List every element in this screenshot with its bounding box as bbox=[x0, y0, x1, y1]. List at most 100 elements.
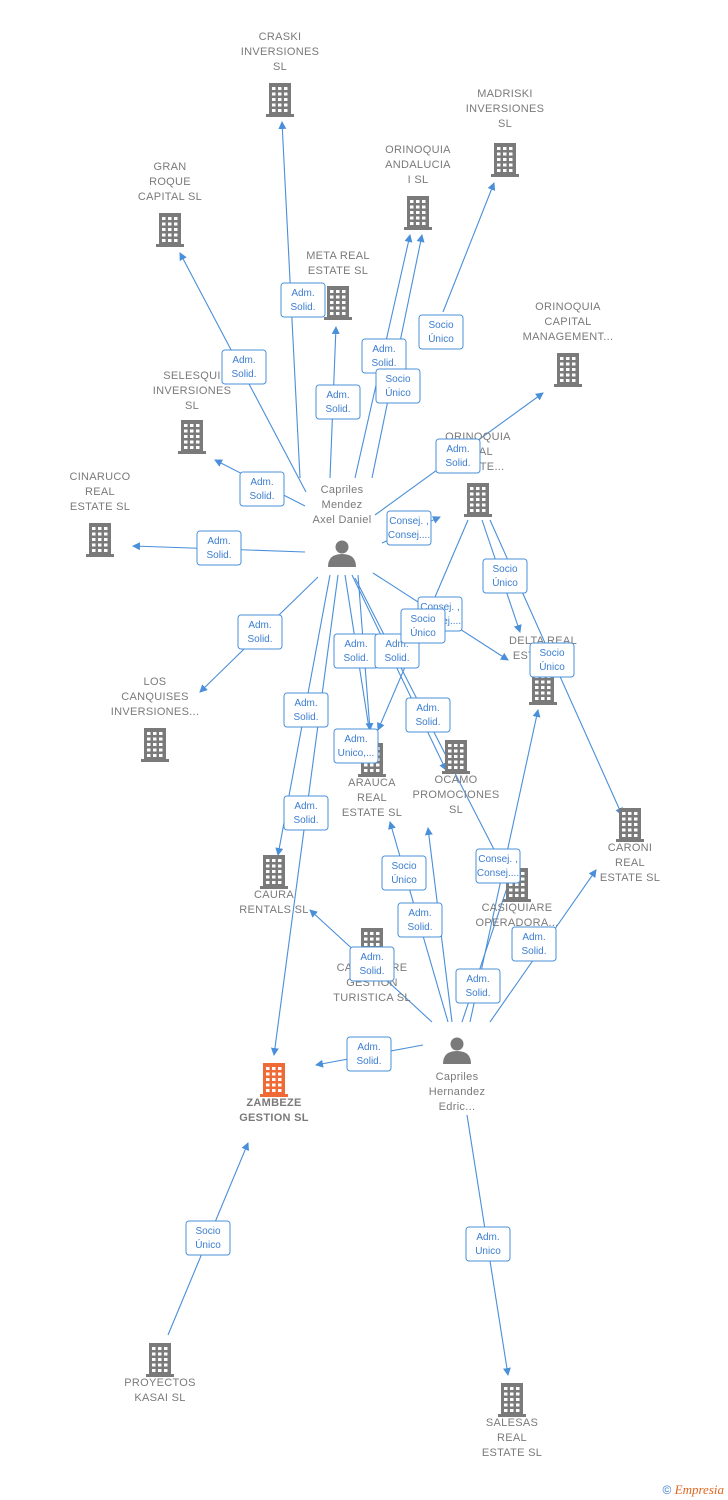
edge-label-box[interactable] bbox=[375, 368, 421, 404]
edge-label-axel-to-orinoquia_and[interactable]: Adm.Solid. bbox=[361, 338, 407, 374]
edge-label-box[interactable] bbox=[511, 926, 557, 962]
edge-label-text: Consej. , bbox=[389, 516, 428, 527]
brand-logo: Empresia bbox=[674, 1482, 724, 1497]
edge-label-box[interactable] bbox=[386, 510, 432, 546]
node-label-line: ARAUCA bbox=[348, 777, 396, 789]
edge-label-box[interactable] bbox=[346, 1036, 392, 1072]
node-label-line: REAL bbox=[497, 1432, 527, 1444]
edge-label-box[interactable] bbox=[475, 848, 521, 884]
edge-label-text: Único bbox=[492, 576, 518, 589]
edge-label-box[interactable] bbox=[482, 558, 528, 594]
edge-label-edric-to-zambeze[interactable]: Adm.Solid. bbox=[346, 1036, 392, 1072]
edge-label-box[interactable] bbox=[418, 314, 464, 350]
edge-label-text: Adm. bbox=[294, 801, 317, 812]
edge-label-box[interactable] bbox=[221, 349, 267, 385]
edge-label-box[interactable] bbox=[283, 692, 329, 728]
node-orinoquia_cap[interactable]: ORINOQUIACAPITALMANAGEMENT... bbox=[523, 301, 614, 387]
node-label-line: ORINOQUIA bbox=[535, 301, 601, 313]
edge-label-axel-to-caura[interactable]: Adm.Solid. bbox=[283, 692, 329, 728]
edge-label-edric-to-delta[interactable]: Adm.Solid. bbox=[455, 968, 501, 1004]
edge-label-axel-to-zambeze[interactable]: Adm.Solid. bbox=[283, 795, 329, 831]
node-label-line: Hernandez bbox=[429, 1086, 486, 1098]
node-label-line: CAPITAL SL bbox=[138, 191, 202, 203]
edge-label-box[interactable] bbox=[465, 1226, 511, 1262]
building-icon bbox=[464, 483, 492, 517]
footer-brand: © Empresia bbox=[662, 1482, 724, 1498]
edge-label-edric-to-casiquiare_op[interactable]: Consej. ,Consej.... bbox=[475, 848, 521, 884]
edge-label-edric-to-caroni[interactable]: Adm.Solid. bbox=[511, 926, 557, 962]
edge-label-axel-to-canquises[interactable]: Adm.Solid. bbox=[237, 614, 283, 650]
edge-label-text: Adm. bbox=[357, 1042, 380, 1053]
node-label-line: INVERSIONES bbox=[241, 46, 320, 58]
edge-label-edric-to-arauca[interactable]: Adm.Solid. bbox=[349, 946, 395, 982]
edge-label-text: Adm. bbox=[416, 703, 439, 714]
edge-label-text: Adm. bbox=[385, 639, 408, 650]
edge-label-box[interactable] bbox=[280, 282, 326, 318]
edge-label-text: Socio bbox=[492, 564, 517, 575]
edge-label-box[interactable] bbox=[381, 855, 427, 891]
edge-label-axel-to-casiquiare_gest[interactable]: Adm.Unico,... bbox=[333, 728, 379, 764]
edge-label-axel-to-selesqui[interactable]: Adm.Solid. bbox=[239, 471, 285, 507]
edge-label-box[interactable] bbox=[239, 471, 285, 507]
edge-label-box[interactable] bbox=[400, 608, 446, 644]
edge-label-axel-to-gran_roque[interactable]: Adm.Solid. bbox=[221, 349, 267, 385]
edge-label-text: Solid. bbox=[359, 966, 384, 977]
edge-label-box[interactable] bbox=[405, 697, 451, 733]
edge-label-box[interactable] bbox=[315, 384, 361, 420]
edge-label-box[interactable] bbox=[397, 902, 443, 938]
edge-label-axel-to-cinaruco[interactable]: Adm.Solid. bbox=[196, 530, 242, 566]
edge-label-text: Adm. bbox=[250, 477, 273, 488]
edge-label-text: Solid. bbox=[325, 404, 350, 415]
edge-label-text: Adm. bbox=[466, 974, 489, 985]
edge-label-box[interactable] bbox=[333, 728, 379, 764]
building-icon bbox=[178, 420, 206, 454]
edge-label-edric-to-caura[interactable]: Adm.Solid. bbox=[397, 902, 443, 938]
edge-label-box[interactable] bbox=[237, 614, 283, 650]
edge-label-box[interactable] bbox=[349, 946, 395, 982]
edge-label-box[interactable] bbox=[455, 968, 501, 1004]
node-canquises[interactable]: LOSCANQUISESINVERSIONES... bbox=[111, 676, 200, 762]
node-label-line: ESTATE SL bbox=[482, 1447, 542, 1459]
building-icon bbox=[156, 213, 184, 247]
edge-labels-layer: Adm.Solid.Adm.Solid.Adm.Solid.Adm.Solid.… bbox=[185, 282, 575, 1262]
edge-label-box[interactable] bbox=[529, 642, 575, 678]
node-edric[interactable]: CaprilesHernandezEdric... bbox=[429, 1037, 486, 1114]
edge-label-axel-to-orinoquia_re[interactable]: Consej. ,Consej.... bbox=[386, 510, 432, 546]
edge-label-axel-to-ocamo[interactable]: Adm.Solid. bbox=[405, 697, 451, 733]
edge-label-box[interactable] bbox=[196, 530, 242, 566]
edge-label-axel-to-craski[interactable]: Adm.Solid. bbox=[280, 282, 326, 318]
edge-label-axel-to-orinoquia_cap[interactable]: Adm.Solid. bbox=[435, 438, 481, 474]
edge-label-box[interactable] bbox=[185, 1220, 231, 1256]
edge-axel-to-ocamo bbox=[351, 574, 447, 771]
building-icon bbox=[404, 196, 432, 230]
node-label-line: ESTATE SL bbox=[308, 265, 368, 277]
node-label-line: SL bbox=[449, 804, 463, 816]
node-label-line: ORINOQUIA bbox=[385, 144, 451, 156]
edge-label-box[interactable] bbox=[283, 795, 329, 831]
edge-label-axel-to-arauca[interactable]: Adm.Solid. bbox=[333, 633, 379, 669]
edge-label-axel-to-meta[interactable]: Adm.Solid. bbox=[315, 384, 361, 420]
edge-label-edric-to-salesas[interactable]: Adm.Unico bbox=[465, 1226, 511, 1262]
edge-label-box[interactable] bbox=[435, 438, 481, 474]
